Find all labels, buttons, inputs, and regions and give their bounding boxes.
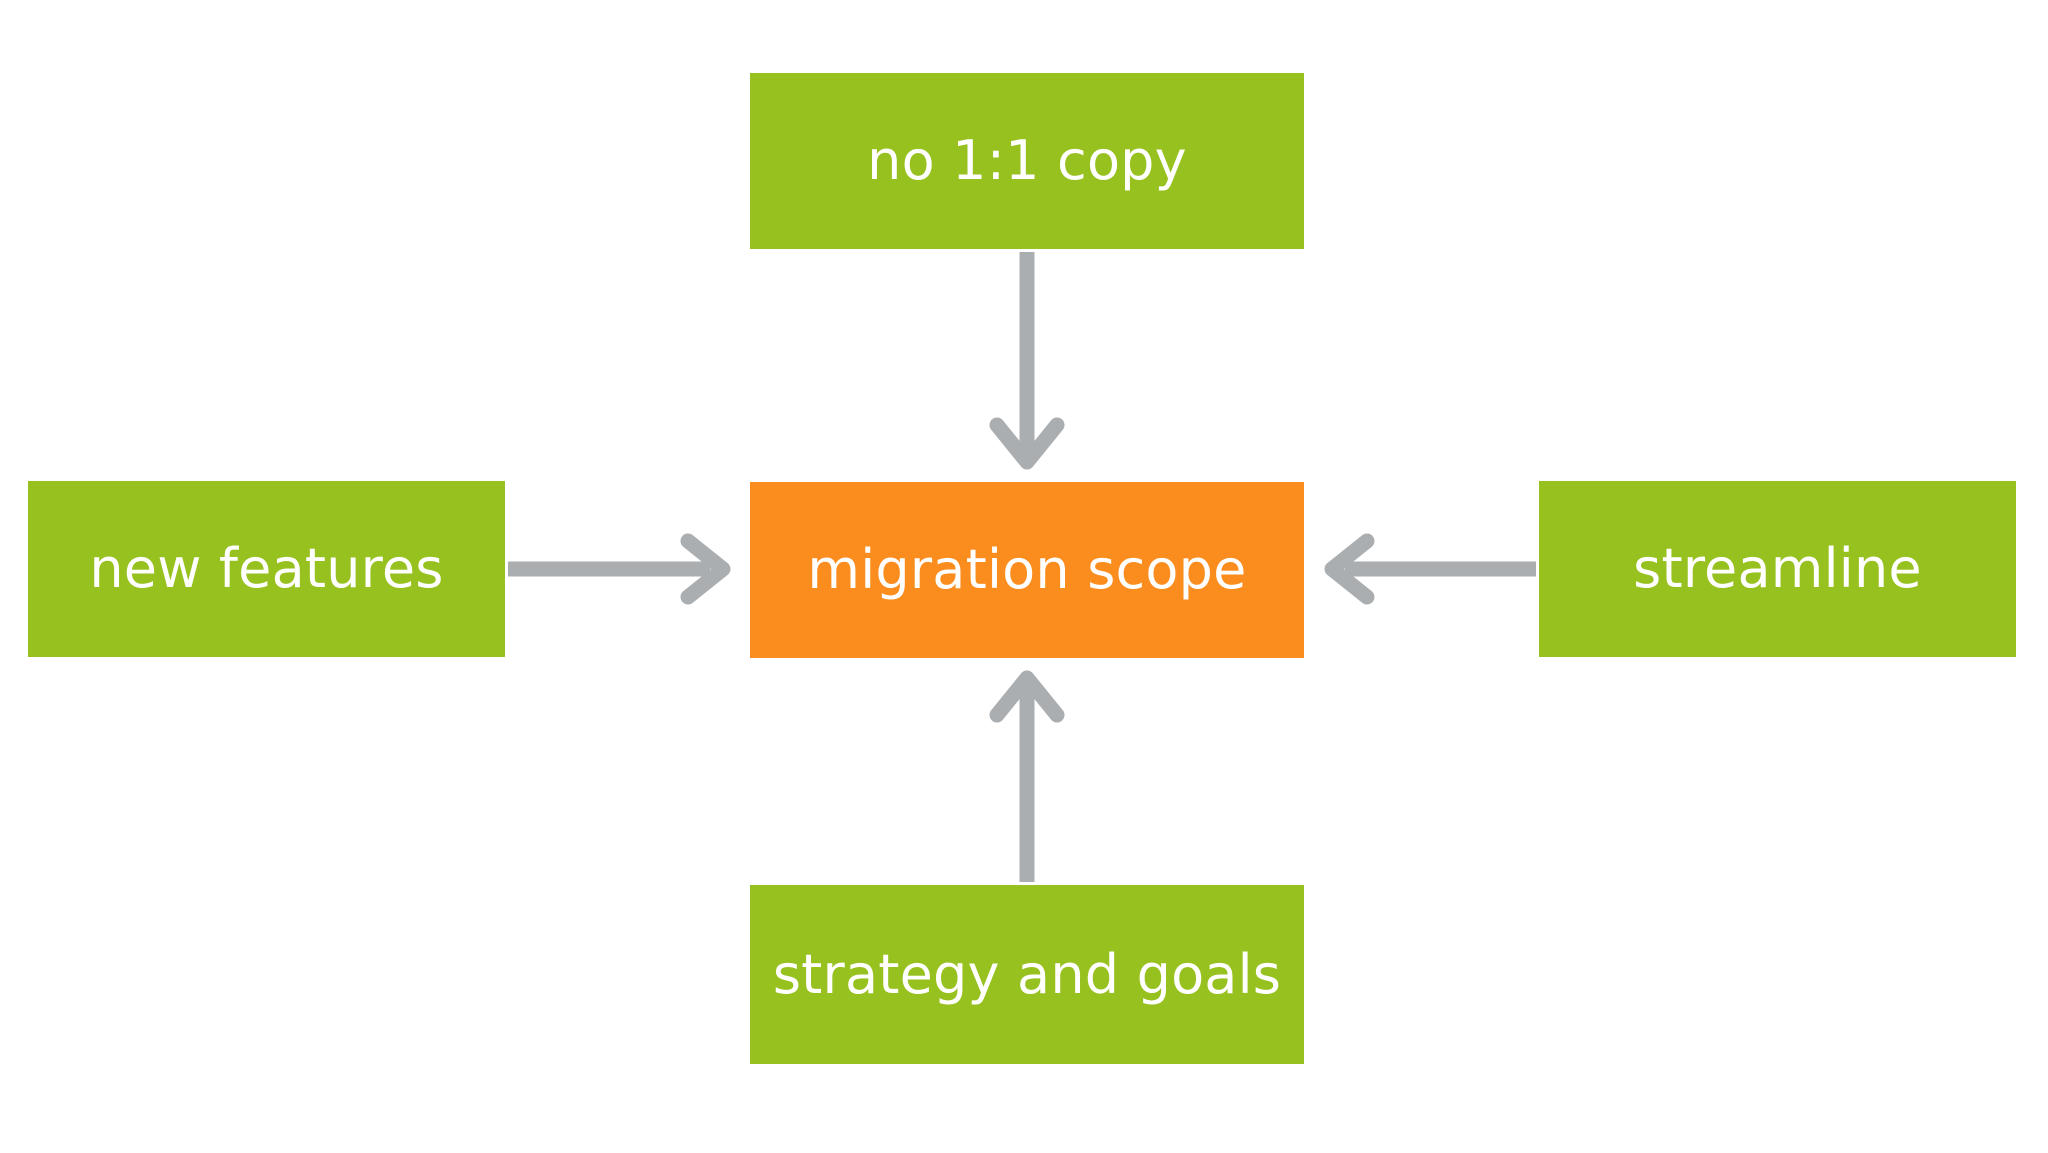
edge-top-to-center — [989, 252, 1065, 470]
node-label-top: no 1:1 copy — [867, 129, 1187, 193]
node-label-bottom: strategy and goals — [772, 942, 1282, 1006]
edge-right-to-center — [1324, 533, 1536, 605]
node-migration-scope[interactable]: migration scope — [750, 482, 1304, 658]
edge-left-to-center — [508, 533, 731, 605]
node-strategy-and-goals[interactable]: strategy and goals — [750, 885, 1304, 1064]
node-label-center: migration scope — [807, 538, 1247, 602]
node-label-left: new features — [89, 537, 444, 601]
edge-left-to-center-arrowhead — [680, 533, 731, 605]
node-streamline[interactable]: streamline — [1539, 481, 2016, 657]
node-no-1-1-copy[interactable]: no 1:1 copy — [750, 73, 1304, 249]
edge-top-to-center-arrowhead — [989, 417, 1065, 470]
node-label-right: streamline — [1633, 537, 1922, 601]
node-new-features[interactable]: new features — [28, 481, 505, 657]
edge-bottom-to-center — [989, 670, 1065, 882]
edge-bottom-to-center-arrowhead — [989, 670, 1065, 723]
edge-right-to-center-arrowhead — [1324, 533, 1375, 605]
